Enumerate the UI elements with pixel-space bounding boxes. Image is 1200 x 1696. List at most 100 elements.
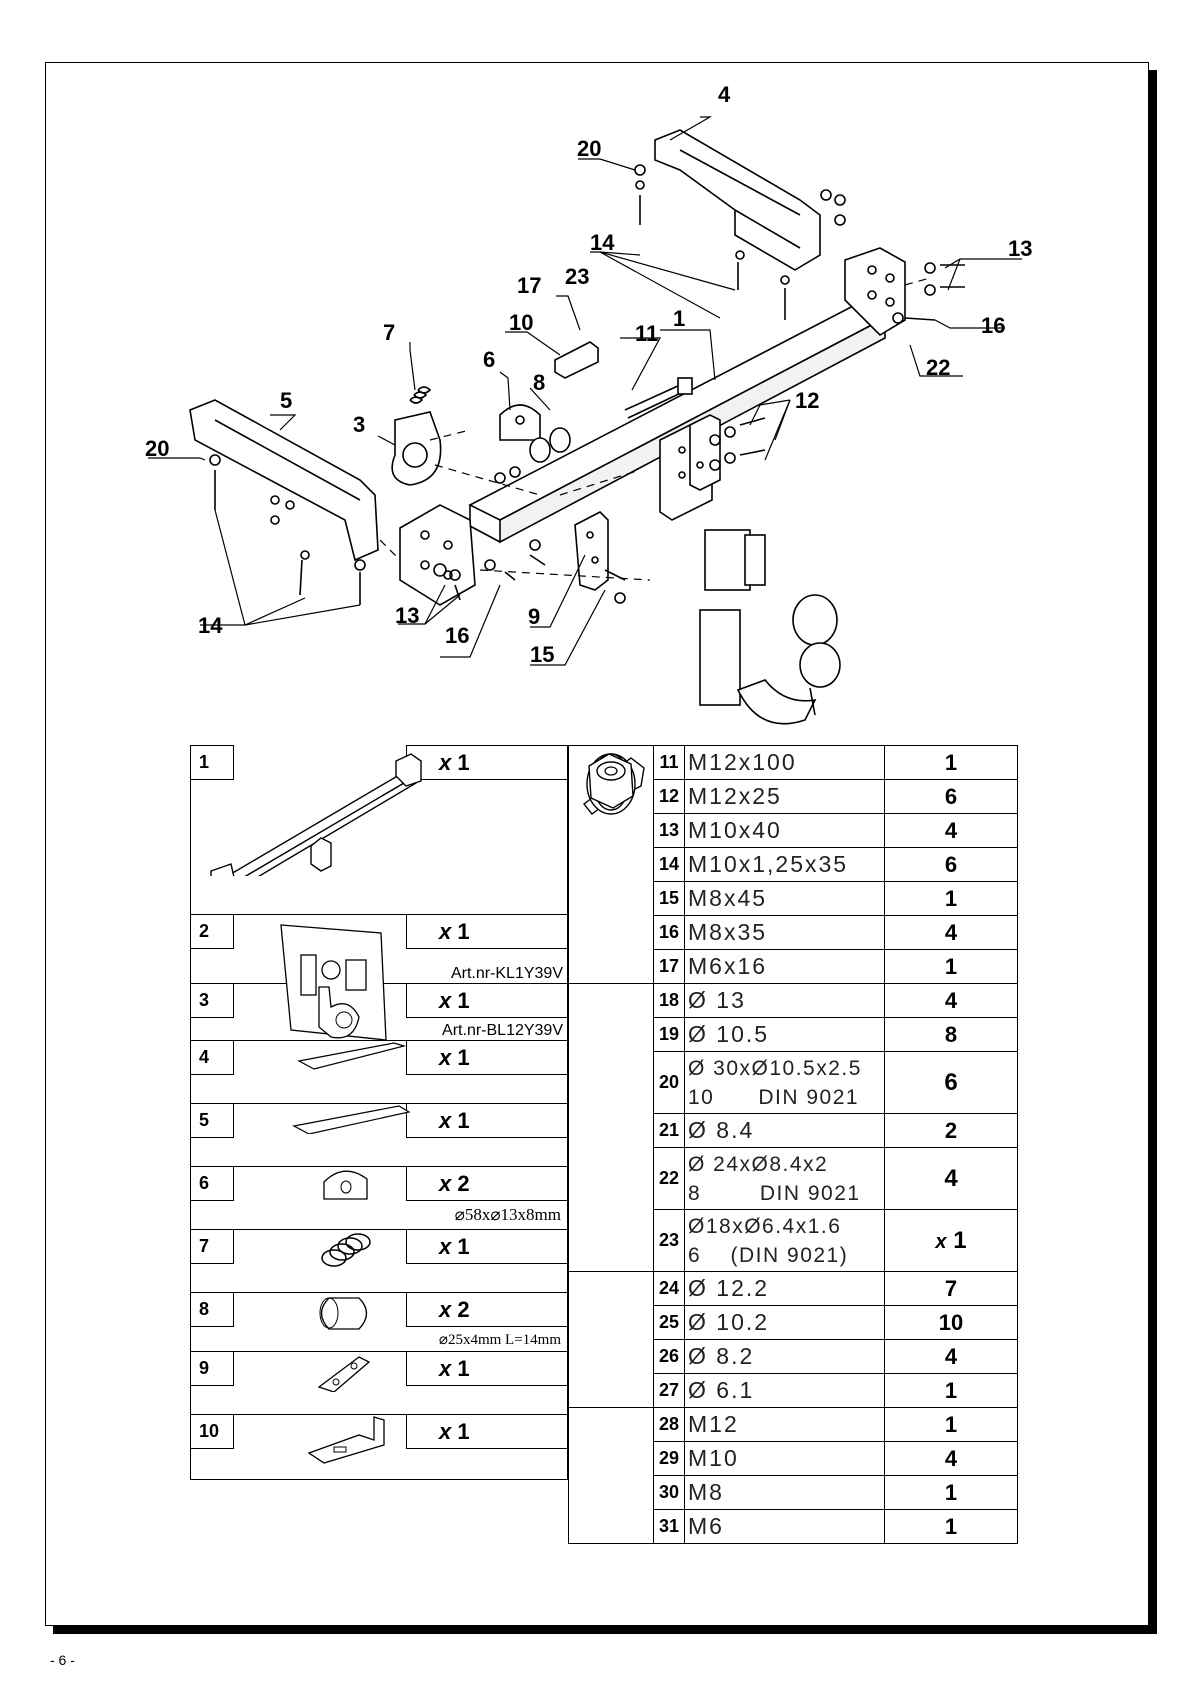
row-qty: 1 (884, 745, 1018, 780)
spacer-6-image (323, 1170, 368, 1200)
part-qty: x 1 (406, 1229, 568, 1264)
callout-label: 17 (517, 273, 541, 298)
plate-9-image (317, 1356, 371, 1392)
part-qty: x 1 (406, 1040, 568, 1075)
row-spec: Ø 10.2 (684, 1305, 885, 1340)
part-number: 10 (190, 1414, 234, 1449)
center-bracket (659, 414, 721, 521)
row-number: 31 (653, 1509, 685, 1544)
side-bracket-5-image (292, 1105, 411, 1134)
row-number: 19 (653, 1017, 685, 1052)
callout-label: 20 (577, 136, 601, 161)
row-spec: Ø 10.5 (684, 1017, 885, 1052)
row-qty: 1 (884, 881, 1018, 916)
part-qty: x 1 (406, 983, 568, 1018)
row-number: 24 (653, 1271, 685, 1306)
callout-label: 14 (198, 613, 223, 638)
row-qty: 1 (884, 1475, 1018, 1510)
callout-label: 3 (353, 412, 365, 437)
row-spec: M6x16 (684, 949, 885, 984)
callout-label: 14 (590, 230, 615, 255)
spring-washer-icon (568, 752, 654, 1408)
leader-lines (148, 116, 1022, 666)
callout-label: 16 (981, 313, 1005, 338)
row-number: 13 (653, 813, 685, 848)
socket-plate-image (318, 986, 360, 1039)
part-qty: x 1 (406, 1414, 568, 1449)
right-end-plate (844, 247, 906, 337)
callout-label: 1 (673, 306, 685, 331)
bracket-10-image (307, 1416, 385, 1464)
washer-icon (568, 752, 654, 1272)
parts-table-left: 1 x 1 2 x 1 (190, 745, 568, 1480)
row-number: 20 (653, 1051, 685, 1114)
part-number: 3 (190, 983, 234, 1018)
part-qty: x 1 (406, 1103, 568, 1138)
spring-part-7 (409, 386, 432, 404)
part-image-crossbar (190, 753, 568, 915)
row-spec: M10 (684, 1441, 885, 1476)
socket-plate-part-3 (391, 411, 442, 486)
part-number: 6 (190, 1166, 234, 1201)
diagram-parts (189, 129, 965, 725)
row-spec: M8x45 (684, 881, 885, 916)
row-qty: 6 (884, 847, 1018, 882)
part-number: 9 (190, 1351, 234, 1386)
row-qty: 1 (884, 1373, 1018, 1408)
part-qty: x 1 (406, 745, 568, 780)
row-spec: Ø 6.1 (684, 1373, 885, 1408)
side-bracket-part-5 (189, 399, 379, 562)
callout-label: 16 (445, 623, 469, 648)
callout-label: 23 (565, 264, 589, 289)
callout-label: 12 (795, 388, 819, 413)
side-bracket-4-image (297, 1042, 407, 1070)
row-number: 17 (653, 949, 685, 984)
row-qty: 4 (884, 1339, 1018, 1374)
row-qty: 1 (884, 1509, 1018, 1544)
row-number: 11 (653, 745, 685, 780)
part-caption: ⌀25x4mm L=14mm (190, 1326, 568, 1352)
row-qty: 6 (884, 1051, 1018, 1114)
row-number: 14 (653, 847, 685, 882)
row-qty: 4 (884, 983, 1018, 1018)
page-number: - 6 - (50, 1652, 75, 1668)
part-number: 2 (190, 914, 234, 949)
callout-label: 6 (483, 347, 495, 372)
row-qty: 10 (884, 1305, 1018, 1340)
callout-label: 4 (718, 82, 731, 107)
row-spec: M8x35 (684, 915, 885, 950)
callout-label: 22 (926, 355, 950, 380)
part-caption: ⌀58x⌀13x8mm (190, 1200, 568, 1230)
callout-label: 13 (395, 603, 419, 628)
towball-assembly (699, 529, 841, 725)
spring-7-image (321, 1233, 371, 1267)
row-number: 18 (653, 983, 685, 1018)
callout-label: 10 (509, 310, 533, 335)
row-number: 26 (653, 1339, 685, 1374)
row-number: 23 (653, 1209, 685, 1272)
part-number: 5 (190, 1103, 234, 1138)
row-spec: M8 (684, 1475, 885, 1510)
row-number: 28 (653, 1407, 685, 1442)
spacer-part-6 (499, 404, 541, 441)
row-qty: 1 (884, 1407, 1018, 1442)
row-number: 29 (653, 1441, 685, 1476)
part-qty: x 2 (406, 1166, 568, 1201)
assembly-lines (379, 277, 931, 581)
row-qty: 4 (884, 1147, 1018, 1210)
callout-label: 5 (280, 388, 292, 413)
row-number: 30 (653, 1475, 685, 1510)
callout-label: 13 (1008, 236, 1032, 261)
row-number: 16 (653, 915, 685, 950)
row-number: 21 (653, 1113, 685, 1148)
bracket-part-10 (554, 341, 599, 379)
callout-label: 7 (383, 320, 395, 345)
row-spec: M10x40 (684, 813, 885, 848)
row-number: 22 (653, 1147, 685, 1210)
row-spec: M10x1,25x35 (684, 847, 885, 882)
row-spec: M6 (684, 1509, 885, 1544)
spacer-part-8 (529, 427, 571, 463)
plate-part-9 (574, 511, 609, 591)
